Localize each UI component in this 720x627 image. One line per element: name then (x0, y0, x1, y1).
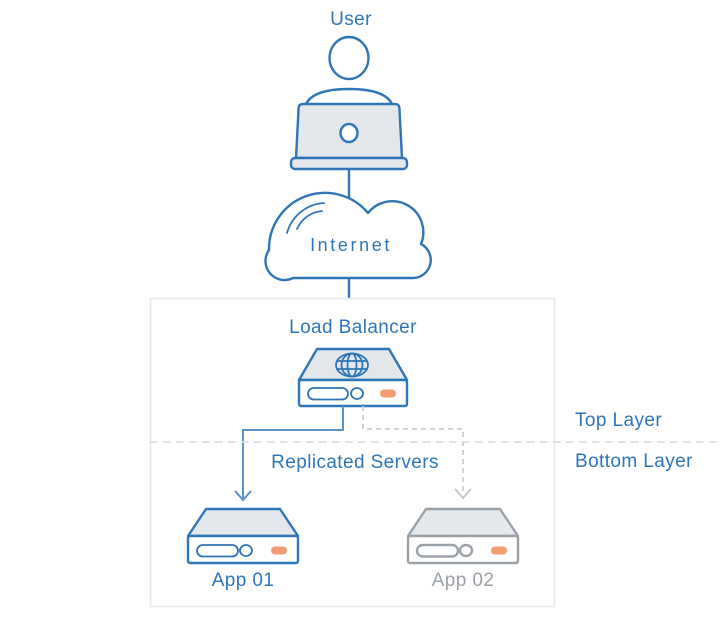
laptop-logo-dot (339, 122, 359, 144)
server-top (186, 507, 300, 538)
arrow-to-app-02 (362, 406, 472, 500)
server-knob (239, 544, 253, 557)
server-led (491, 546, 507, 555)
arrow-solid-head (234, 490, 252, 502)
app-02-server-icon (406, 507, 520, 565)
bottom-layer-label: Bottom Layer (575, 451, 693, 472)
server-top (406, 507, 520, 538)
arrow-dashed-head (454, 488, 472, 500)
globe-meridian-narrow (346, 352, 358, 378)
arrow-to-app-01 (234, 406, 344, 502)
app-01-server-icon (186, 507, 300, 565)
cloud-icon (264, 191, 432, 282)
cloud-shine-inner (296, 210, 323, 230)
app-02-label: App 02 (431, 570, 495, 591)
replicated-servers-label: Replicated Servers (271, 452, 439, 473)
internet-label: Internet (310, 235, 392, 255)
server-drive-slot (415, 543, 460, 558)
server-drive-slot (196, 544, 239, 558)
laptop-base (289, 156, 409, 171)
top-layer-label: Top Layer (575, 410, 663, 431)
load-balancer-label: Load Balancer (289, 317, 417, 338)
cloud-outline (264, 191, 432, 282)
app-01-label: App 01 (211, 570, 275, 591)
server-led (380, 389, 396, 398)
person-at-laptop-icon (289, 35, 409, 171)
server-drive-slot (307, 387, 349, 401)
server-led (271, 546, 287, 555)
load-balancer-globe-server-icon (297, 347, 409, 408)
arrow-dashed-path (362, 406, 464, 495)
arrow-solid-path (242, 406, 344, 498)
globe-icon (335, 352, 369, 378)
server-knob (458, 543, 474, 558)
layers-box (149, 297, 556, 608)
cloud-shine-outer (286, 202, 325, 234)
user-head (328, 35, 370, 81)
server-knob (350, 387, 364, 400)
user-label: User (330, 9, 372, 30)
